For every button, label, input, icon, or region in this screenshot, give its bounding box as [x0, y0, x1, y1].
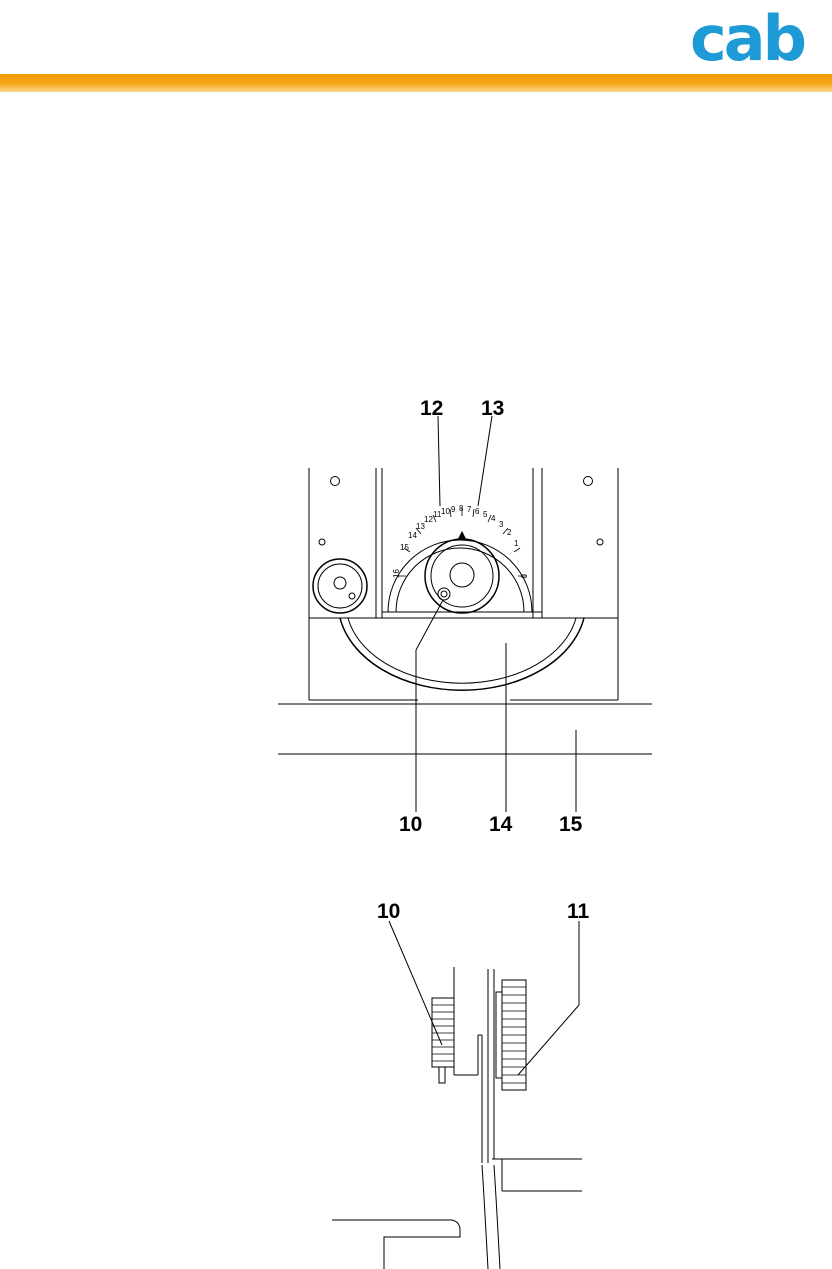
scale-number-16: 16 — [392, 569, 401, 578]
scale-number-7: 7 — [467, 505, 472, 514]
figure-side-view: 10 11 — [332, 895, 602, 1269]
cab-logo: cab — [688, 6, 828, 66]
figure-front-view: 16 15 14 13 12 11 10 9 8 7 6 5 4 3 2 1 0… — [278, 388, 652, 834]
logo-text: cab — [690, 6, 805, 66]
scale-number-9: 9 — [451, 505, 456, 514]
scale-number-14: 14 — [408, 531, 417, 540]
callout-11: 11 — [567, 900, 590, 923]
scale-number-15: 15 — [400, 543, 409, 552]
scale-number-3: 3 — [499, 520, 504, 529]
scale-number-5: 5 — [483, 510, 488, 519]
callout-13: 13 — [481, 397, 504, 420]
scale-number-6: 6 — [475, 507, 480, 516]
scale-number-8: 8 — [459, 504, 464, 513]
scale-number-1: 1 — [514, 539, 519, 548]
scale-number-10: 10 — [441, 507, 450, 516]
callout-10: 10 — [377, 900, 400, 923]
scale-number-2: 2 — [507, 528, 512, 537]
callout-12: 12 — [420, 397, 443, 420]
callout-14: 14 — [489, 813, 513, 834]
callout-10: 10 — [399, 813, 422, 834]
callout-15: 15 — [559, 813, 583, 834]
scale-number-0: 0 — [519, 574, 528, 579]
scale-number-4: 4 — [491, 514, 496, 523]
header-bar — [0, 74, 832, 92]
